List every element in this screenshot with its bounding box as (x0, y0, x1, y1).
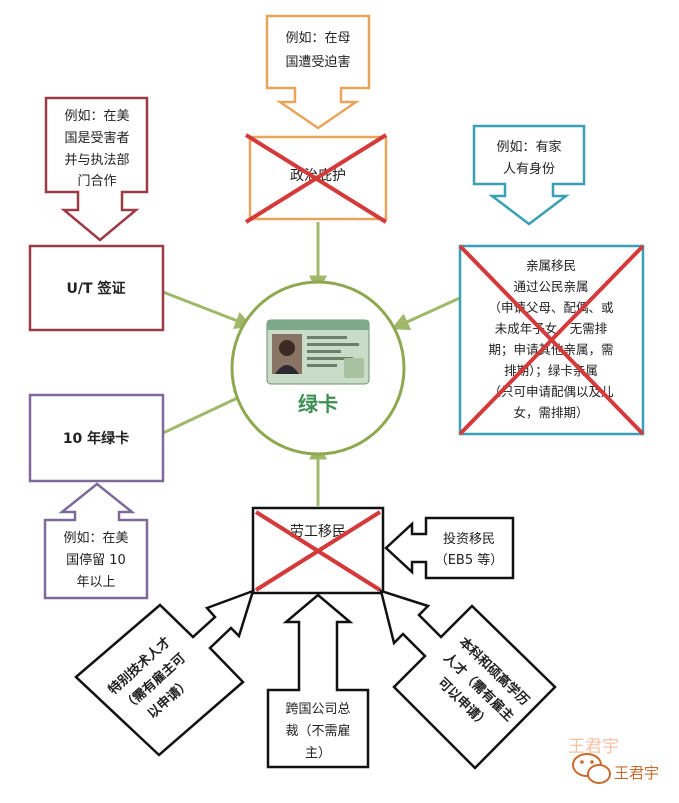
ut-callout-line-4: 门合作 (77, 174, 116, 189)
arrow-tenyear-to-center (163, 393, 248, 433)
political-asylum-box: 政治庇护 (246, 135, 386, 222)
green-card-image (267, 320, 369, 384)
ten-year-callout: 例如：在美 国停留 10 年以上 (45, 484, 147, 598)
ut-callout-line-3: 并与执法部 (64, 153, 129, 168)
family-box-line-5: 期；申请其他亲属，需 (488, 342, 613, 357)
investment-callout: 投资移民 （EB5 等） (386, 518, 513, 578)
ten-year-box: 10 年绿卡 (30, 395, 163, 481)
ut-callout-line-2: 国是受害者 (64, 130, 129, 146)
family-callout-line-2: 人有身份 (503, 161, 555, 177)
political-callout: 例如：在母 国遭受迫害 (267, 16, 369, 128)
labor-box: 劳工移民 (253, 508, 383, 593)
ut-callout-line-1: 例如：在美 (64, 108, 129, 124)
ten-year-callout-line-1: 例如：在美 (63, 530, 128, 546)
wechat-icon (573, 754, 610, 783)
family-callout: 例如：有家 人有身份 (474, 126, 584, 224)
political-callout-line-2: 国遭受迫害 (285, 54, 350, 70)
watermark: 王君宇 王君宇 (568, 737, 659, 783)
family-box-line-2: 通过公民亲属 (513, 279, 588, 294)
watermark-name: 王君宇 (614, 764, 659, 782)
family-box-line-1: 亲属移民 (526, 258, 576, 273)
family-box: 亲属移民 通过公民亲属 （申请父母、配偶、或 未成年子女，无需排 期；申请其他亲… (460, 246, 643, 434)
green-card-node: 绿卡 (232, 282, 404, 454)
ten-year-box-label: 10 年绿卡 (63, 430, 129, 447)
family-box-line-8: 女，需排期） (513, 405, 588, 420)
skilled-callout: 特别技术人才 （需有雇主可 以申请） (76, 591, 253, 755)
watermark-faint: 王君宇 (568, 737, 619, 757)
family-box-line-4: 未成年子女，无需排 (495, 321, 608, 336)
family-callout-line-1: 例如：有家 (496, 139, 561, 155)
investment-line-2: （EB5 等） (435, 552, 504, 568)
ten-year-callout-line-2: 国停留 10 (66, 552, 126, 568)
executive-line-2: 裁（不需雇 (285, 723, 350, 739)
arrow-family-to-center (396, 297, 462, 327)
ut-callout: 例如：在美 国是受害者 并与执法部 门合作 (46, 98, 147, 240)
family-box-line-3: （申请父母、配偶、或 (488, 300, 614, 315)
center-label: 绿卡 (298, 392, 338, 416)
political-callout-line-1: 例如：在母 (285, 30, 350, 46)
ut-visa-box: U/T 签证 (30, 246, 163, 330)
executive-line-1: 跨国公司总 (285, 702, 350, 717)
degree-callout: 本科和硕高学历 人才（需有雇主 可以申请） (381, 591, 555, 768)
ut-box-label: U/T 签证 (67, 280, 126, 297)
investment-line-1: 投资移民 (443, 531, 495, 547)
executive-line-3: 主） (305, 746, 331, 761)
arrow-ut-to-center (163, 292, 248, 325)
ten-year-callout-line-3: 年以上 (76, 575, 115, 590)
executive-callout: 跨国公司总 裁（不需雇 主） (268, 595, 368, 767)
